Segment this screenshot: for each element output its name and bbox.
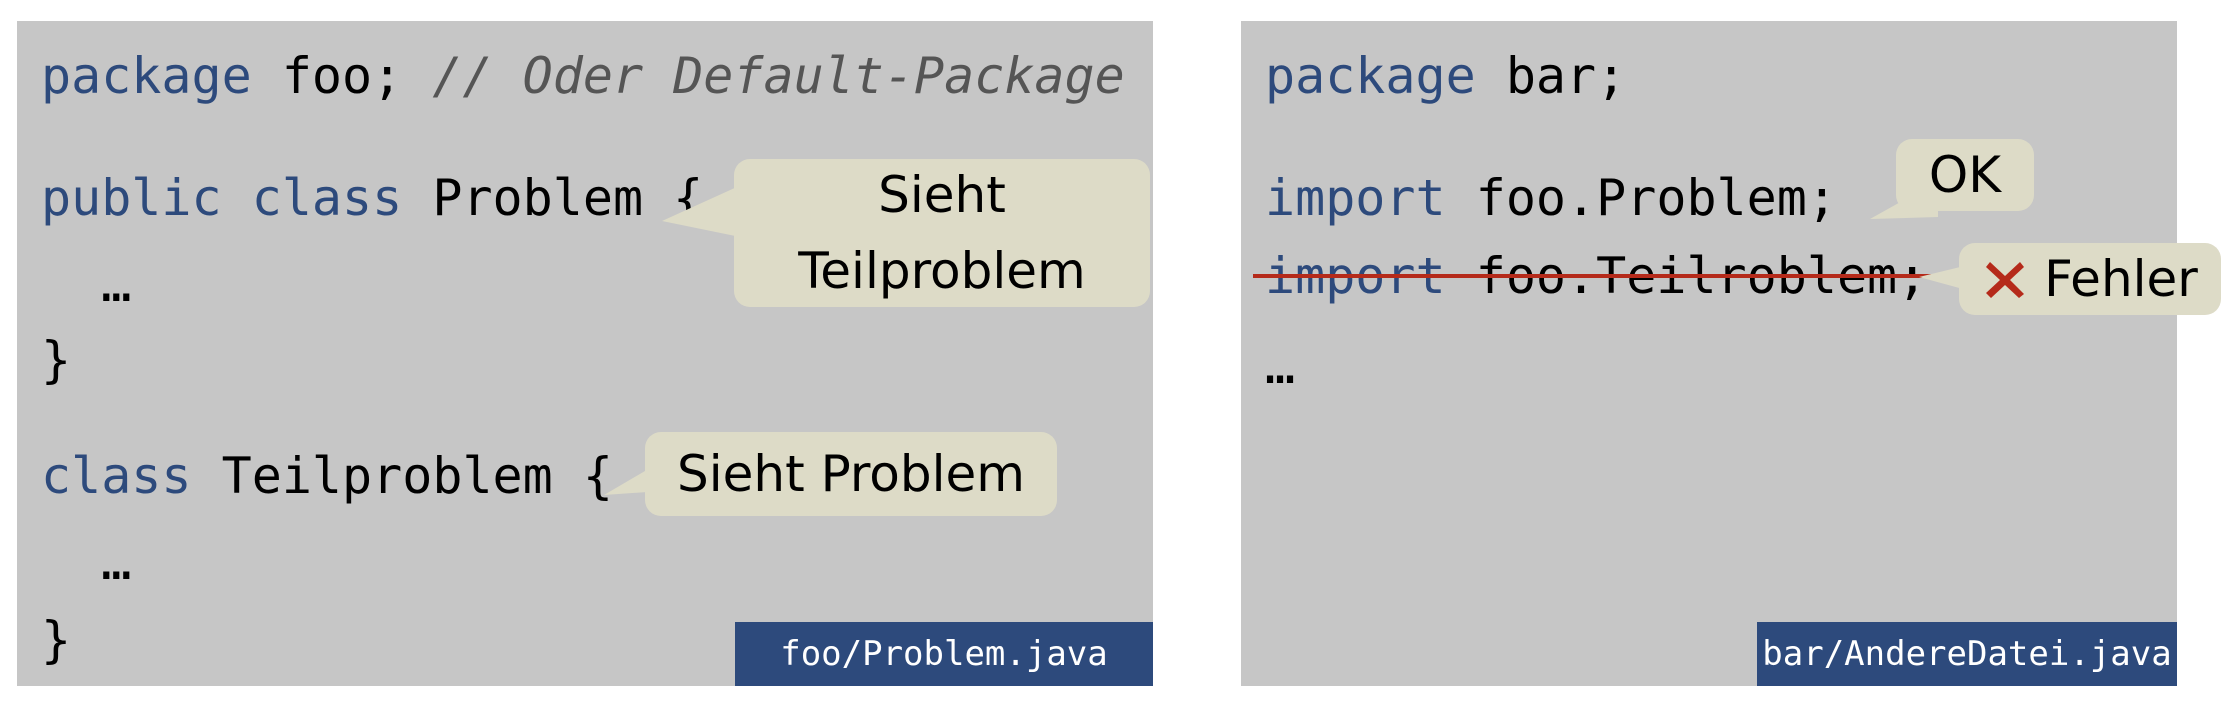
keyword: package [41, 47, 252, 105]
code-line-ellipsis: … [1265, 337, 1296, 395]
strikethrough-line [1253, 274, 1941, 278]
callout-sieht-teilproblem: Sieht Teilproblem [734, 159, 1150, 307]
code-text: foo; [251, 47, 433, 105]
callout-ok: OK [1896, 139, 2034, 211]
cross-icon [1986, 262, 2025, 298]
code-line-ellipsis: … [41, 533, 132, 591]
code-line-import-problem: import foo.Problem; [1265, 168, 1837, 228]
callout-text: Sieht [878, 166, 1006, 224]
code-comment: // Oder Default-Package [432, 47, 1125, 105]
keyword: class [41, 447, 192, 505]
code-line-package-foo: package foo; // Oder Default-Package [41, 46, 1125, 106]
callout-text: Teilproblem [798, 242, 1086, 300]
callout-text: Sieht Problem [677, 445, 1025, 503]
code-line-public-class-problem: public class Problem { [41, 168, 703, 228]
right-code-panel: package bar; import foo.Problem; import … [1241, 21, 2221, 686]
left-code-panel: package foo; // Oder Default-Package pub… [17, 21, 1153, 686]
code-line-ellipsis: … [41, 255, 132, 313]
code-line-close-brace: } [41, 331, 72, 389]
code-text: bar; [1475, 47, 1627, 105]
callout-fehler: Fehler [1959, 243, 2221, 315]
code-text: foo.Problem; [1445, 169, 1837, 227]
code-text: Problem { [402, 169, 704, 227]
code-line-close-brace: } [41, 611, 72, 669]
code-text: Teilproblem { [191, 447, 613, 505]
code-line-class-teilproblem: class Teilproblem { [41, 446, 613, 506]
callout-sieht-problem: Sieht Problem [645, 432, 1057, 516]
file-label: bar/AndereDatei.java [1757, 622, 2177, 686]
keyword: package [1265, 47, 1476, 105]
callout-tail [662, 181, 750, 239]
file-label: foo/Problem.java [735, 622, 1153, 686]
callout-text: OK [1928, 146, 2002, 204]
keyword: public class [41, 169, 403, 227]
keyword: import [1265, 169, 1446, 227]
callout-text: Fehler [2044, 250, 2198, 308]
code-line-package-bar: package bar; [1265, 46, 1626, 106]
